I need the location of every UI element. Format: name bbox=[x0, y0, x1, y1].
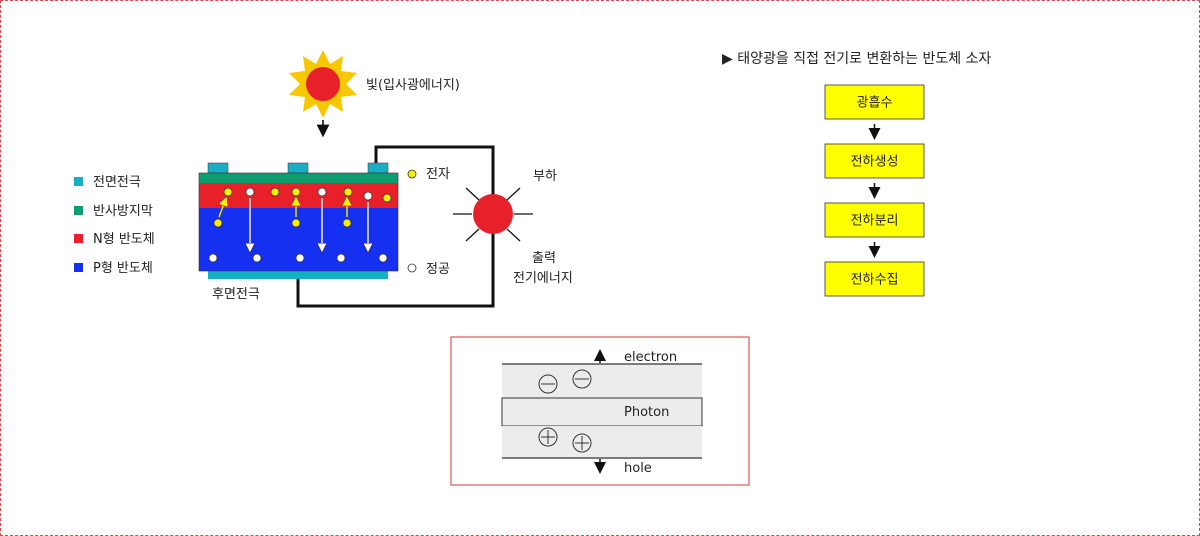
legend: 전면전극 반사방지막 N형 반도체 P형 반도체 bbox=[74, 175, 155, 276]
electron-dot bbox=[291, 218, 301, 228]
electron-dot bbox=[291, 187, 301, 197]
hole-dot bbox=[317, 187, 327, 197]
legend-item-anti-reflection: 반사방지막 bbox=[74, 204, 153, 219]
hole-dot bbox=[295, 253, 305, 263]
flow-step-box bbox=[824, 143, 925, 179]
legend-item-front-electrode: 전면전극 bbox=[74, 175, 141, 190]
legend-label-p-type: P형 반도체 bbox=[93, 261, 153, 276]
legend-label-front-electrode: 전면전극 bbox=[93, 175, 141, 190]
flow-step-label: 전하생성 bbox=[851, 155, 899, 170]
legend-swatch-n-type bbox=[74, 234, 83, 243]
flow-step-box bbox=[824, 261, 925, 297]
hole-label: 정공 bbox=[426, 262, 450, 277]
plus-charge-icon bbox=[572, 433, 592, 453]
legend-item-p-type: P형 반도체 bbox=[74, 261, 153, 276]
back-electrode bbox=[208, 271, 388, 279]
flow-step-box bbox=[824, 84, 925, 120]
anti-reflection-layer bbox=[199, 173, 398, 183]
minus-charge-icon bbox=[538, 374, 558, 394]
band-diagram: electron Photon hole bbox=[450, 336, 750, 486]
electron-dot bbox=[382, 193, 392, 203]
hole-dot bbox=[208, 253, 218, 263]
flow-step-label: 전하분리 bbox=[851, 214, 899, 229]
flow-step-label: 광흡수 bbox=[857, 96, 893, 111]
conduction-band bbox=[502, 364, 702, 398]
hole-dot bbox=[245, 187, 255, 197]
electron-dot bbox=[213, 218, 223, 228]
load-lamp-icon bbox=[453, 187, 533, 242]
legend-swatch-p-type bbox=[74, 263, 83, 272]
valence-band bbox=[502, 426, 702, 458]
cell-outline bbox=[198, 172, 399, 272]
electron-key-dot bbox=[407, 169, 417, 179]
electron-label: 전자 bbox=[426, 167, 450, 182]
minus-charge-icon bbox=[572, 369, 592, 389]
electron-drift-arrow bbox=[218, 201, 225, 218]
band-hole-label: hole bbox=[624, 461, 652, 476]
output-label-line1: 출력 bbox=[532, 251, 556, 266]
electron-dot bbox=[223, 187, 233, 197]
light-label: 빛(입사광에너지) bbox=[366, 78, 460, 93]
process-flow: ▶ 태양광을 직접 전기로 변환하는 반도체 소자 광흡수 전하생성 전하분리 … bbox=[722, 51, 991, 297]
legend-swatch-front-electrode bbox=[74, 177, 83, 186]
electron-dot bbox=[270, 187, 280, 197]
band-electron-label: electron bbox=[624, 350, 677, 365]
back-electrode-label: 후면전극 bbox=[212, 287, 260, 302]
output-label-line2: 전기에너지 bbox=[513, 271, 573, 286]
electron-dot bbox=[343, 187, 353, 197]
front-electrode-tab bbox=[207, 162, 229, 174]
legend-swatch-anti-reflection bbox=[74, 206, 83, 215]
load-label: 부하 bbox=[533, 169, 557, 184]
solar-cell bbox=[198, 162, 399, 279]
electron-dot bbox=[342, 218, 352, 228]
sun-icon bbox=[289, 50, 357, 118]
band-photon-label: Photon bbox=[624, 405, 669, 420]
legend-label-n-type: N형 반도체 bbox=[93, 232, 155, 247]
sun-core bbox=[306, 67, 340, 101]
photon-band bbox=[501, 397, 703, 427]
hole-dot bbox=[336, 253, 346, 263]
legend-label-anti-reflection: 반사방지막 bbox=[93, 204, 153, 219]
front-electrode-tab bbox=[287, 162, 309, 174]
hole-dot bbox=[363, 191, 373, 201]
flow-step-label: 전하수집 bbox=[851, 273, 899, 288]
plus-charge-icon bbox=[538, 427, 558, 447]
front-electrode-tab bbox=[367, 162, 389, 174]
flow-title: ▶ 태양광을 직접 전기로 변환하는 반도체 소자 bbox=[722, 51, 991, 67]
hole-key-dot bbox=[407, 263, 417, 273]
hole-dot bbox=[378, 253, 388, 263]
hole-dot bbox=[252, 253, 262, 263]
legend-item-n-type: N형 반도체 bbox=[74, 232, 155, 247]
flow-step-box bbox=[824, 202, 925, 238]
